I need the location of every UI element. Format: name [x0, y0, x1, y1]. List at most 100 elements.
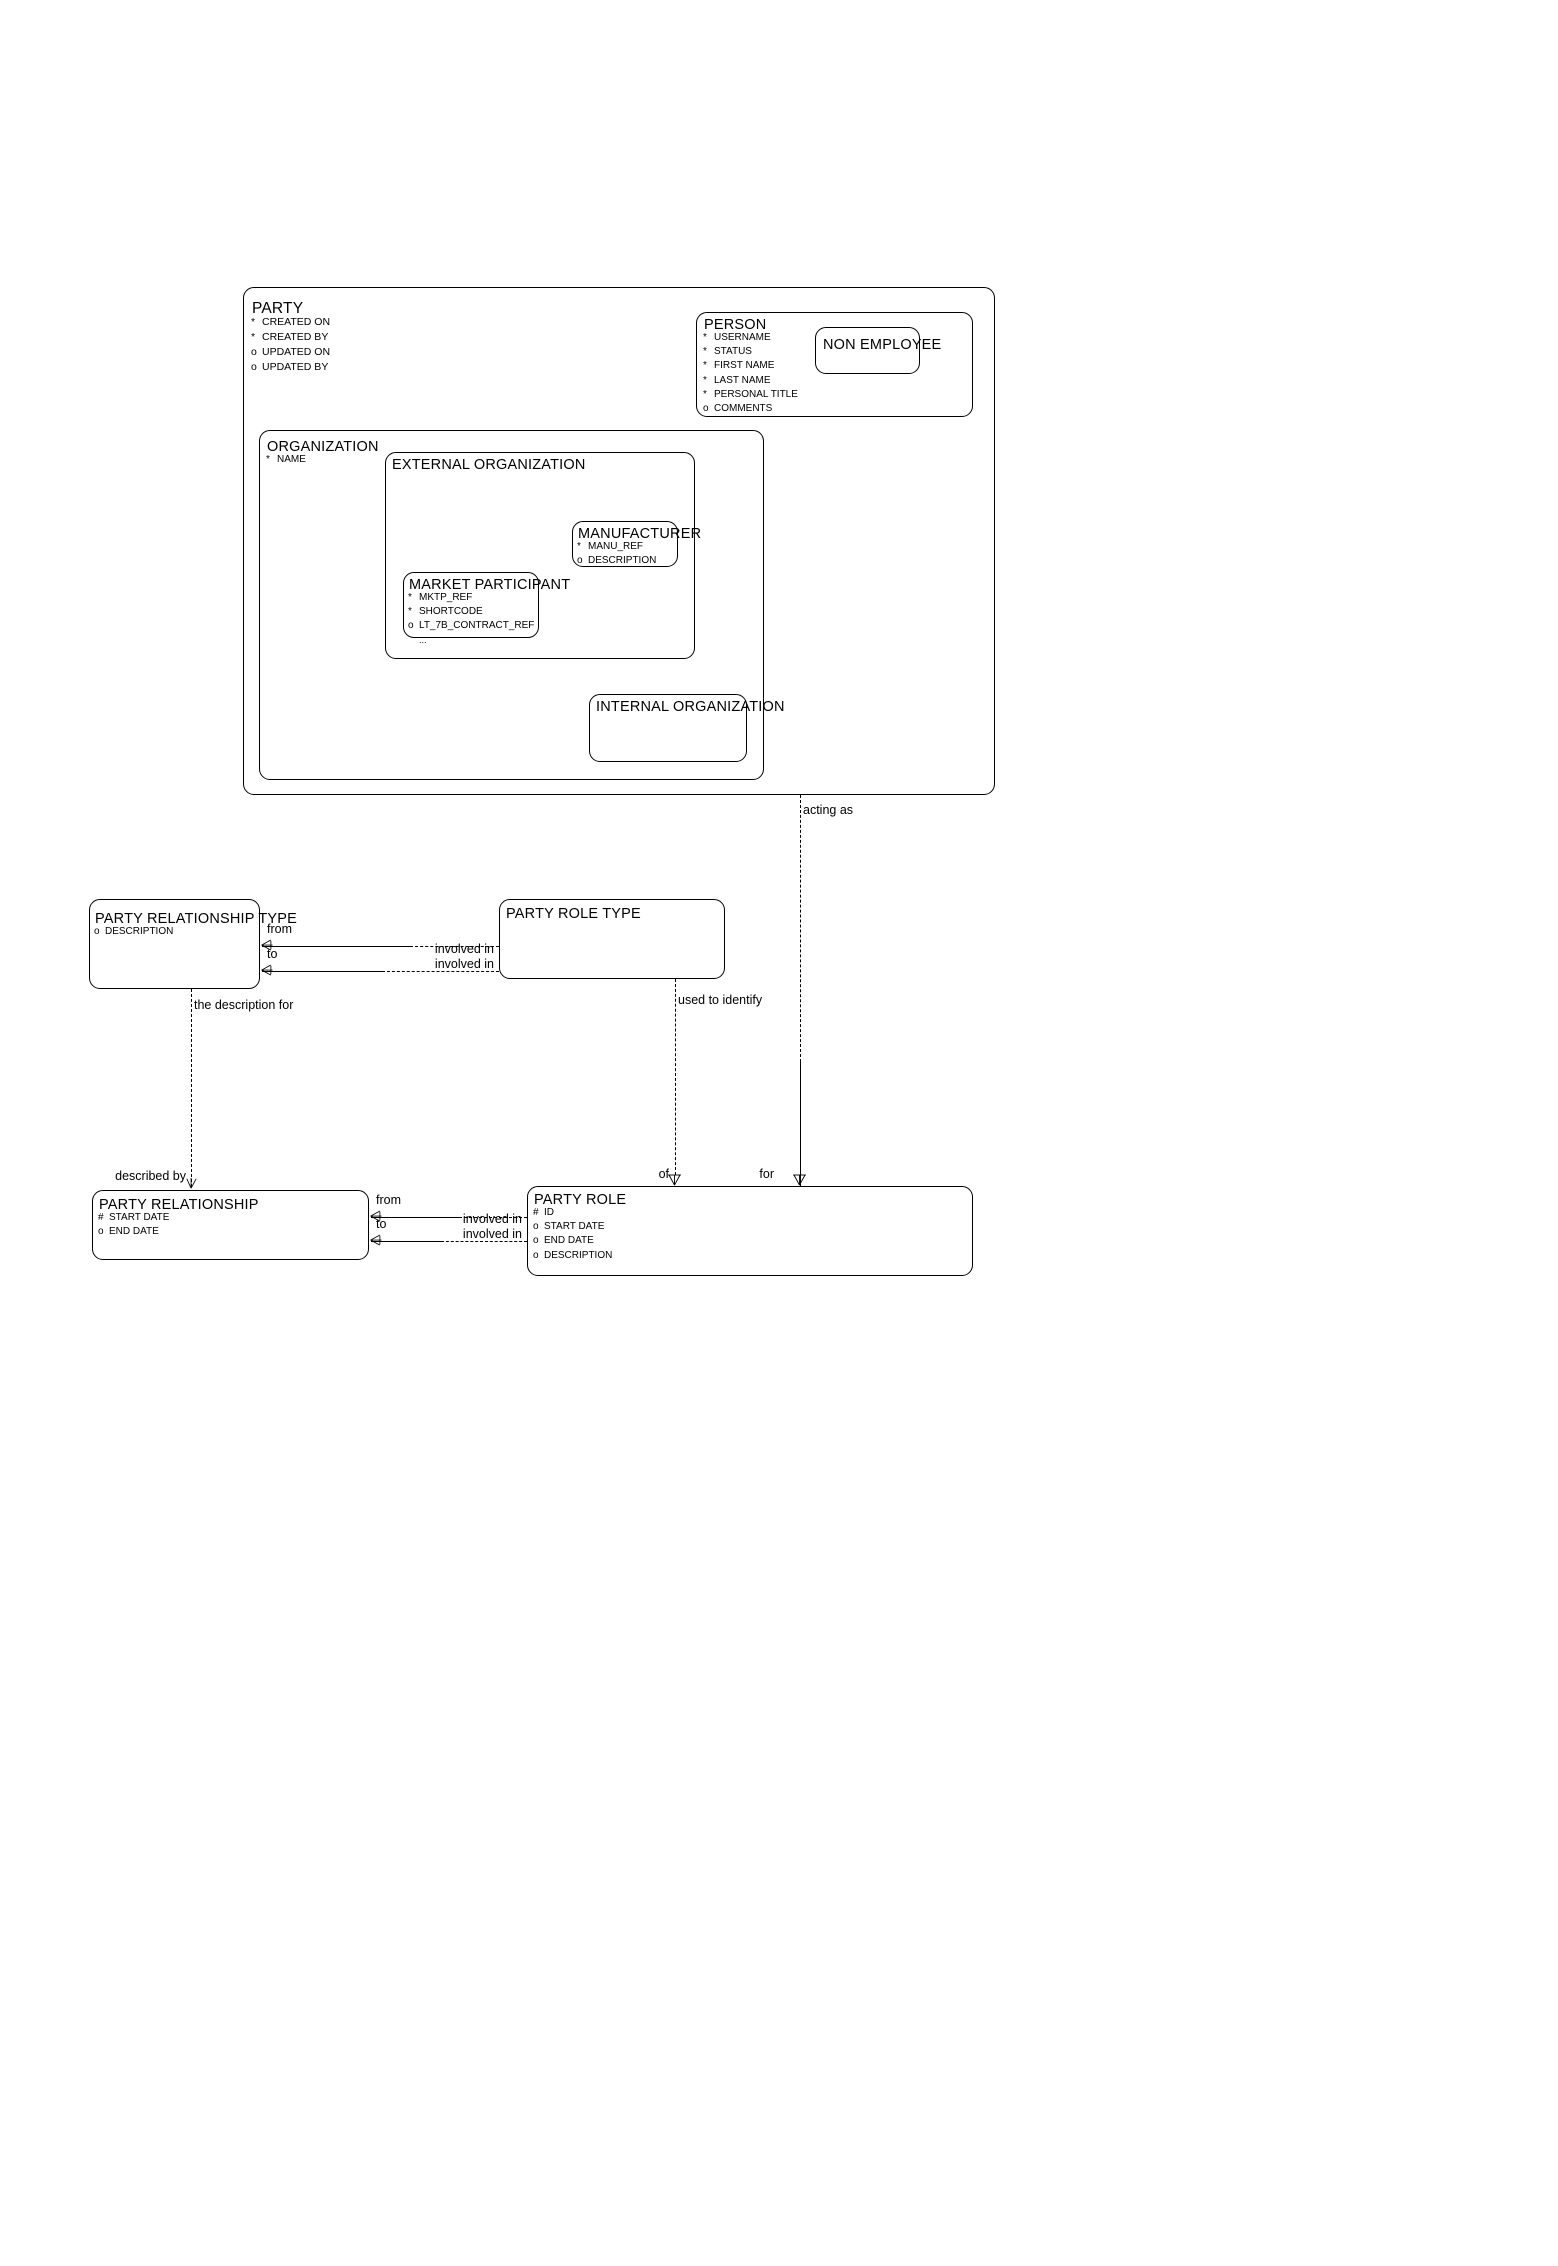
entity-internal-organization[interactable]	[589, 694, 747, 762]
attribute-label: UPDATED ON	[262, 345, 331, 358]
entity-party-role-title: PARTY ROLE	[534, 1192, 627, 1208]
attribute-label: SHORTCODE	[419, 606, 483, 618]
relationship-label-described-by: described by	[115, 1169, 186, 1183]
crowsfoot-prt-from	[261, 939, 273, 951]
crowsfoot-pr-to	[370, 1234, 382, 1246]
attribute-row: o DESCRIPTION	[577, 554, 656, 568]
attribute-marker: o	[251, 345, 257, 358]
connector-pr-to-dashed	[441, 1241, 527, 1242]
attribute-label: END DATE	[109, 1226, 159, 1238]
entity-market-participant[interactable]	[403, 572, 539, 638]
attribute-row: *PERSONAL TITLE	[703, 388, 798, 402]
attribute-label: END DATE	[544, 1235, 594, 1247]
attribute-label: START DATE	[544, 1221, 605, 1233]
entity-organization[interactable]	[259, 430, 764, 780]
attribute-marker: o	[251, 360, 257, 373]
attribute-label: CREATED BY	[262, 330, 329, 343]
entity-external-organization[interactable]	[385, 452, 695, 659]
entity-non-employee[interactable]	[815, 327, 920, 374]
attribute-marker: *	[703, 374, 707, 386]
entity-manufacturer[interactable]	[572, 521, 678, 567]
attribute-marker: #	[533, 1207, 539, 1218]
attribute-row: *LAST NAME	[703, 374, 798, 388]
crowsfoot-for	[793, 1174, 806, 1186]
attribute-row: * SHORTCODE	[408, 605, 534, 619]
attribute-label: UPDATED BY	[262, 360, 329, 373]
relationship-label-pr-to: to	[376, 1217, 387, 1231]
attribute-marker: o	[703, 402, 709, 414]
relationship-label-prt-involved-in-1: involved in	[434, 942, 494, 956]
relationship-label-the-description-for: the description for	[194, 998, 294, 1012]
connector-prt-from-dashed	[410, 946, 499, 947]
connector-used-to-identify	[675, 979, 676, 1175]
entity-party-relationship[interactable]	[92, 1190, 369, 1260]
attribute-label: PERSONAL TITLE	[714, 388, 798, 400]
attribute-row: o UPDATED ON	[251, 345, 330, 360]
relationship-label-prt-involved-in-2: involved in	[434, 957, 494, 971]
entity-non-employee-title: NON EMPLOYEE	[823, 337, 942, 353]
attribute-row: o UPDATED BY	[251, 360, 330, 375]
entity-party-role-type-title: PARTY ROLE TYPE	[506, 906, 641, 922]
attribute-marker: *	[251, 330, 256, 343]
attribute-marker: *	[703, 346, 707, 358]
entity-person[interactable]	[696, 312, 973, 417]
attribute-row: *USERNAME	[703, 331, 798, 345]
attribute-row: * NAME	[266, 453, 306, 467]
relationship-label-of: of	[658, 1167, 669, 1181]
entity-party-relationship-type[interactable]	[89, 899, 260, 989]
attribute-label: MANU_REF	[588, 541, 644, 552]
attribute-row: *MANU_REF	[577, 540, 656, 554]
attribute-row: #ID	[533, 1206, 612, 1220]
attribute-row: * CREATED BY	[251, 330, 330, 345]
attribute-row: ...	[408, 634, 534, 647]
entity-external-organization-title: EXTERNAL ORGANIZATION	[392, 457, 586, 473]
connector-pr-to-solid	[371, 1241, 441, 1242]
attribute-row: o COMMENTS	[703, 402, 798, 416]
entity-party-relationship-title: PARTY RELATIONSHIP	[99, 1197, 259, 1213]
attribute-label: STATUS	[714, 346, 752, 358]
attribute-label: CREATED ON	[262, 316, 331, 328]
attribute-marker: *	[408, 606, 412, 618]
attribute-row: * CREATED ON	[251, 315, 330, 330]
attribute-row: * STATUS	[703, 345, 798, 359]
attribute-label: NAME	[277, 454, 306, 465]
crowsfoot-prt-to	[261, 964, 273, 976]
entity-organization-attributes: * NAME	[266, 453, 306, 467]
attribute-marker: *	[251, 316, 256, 328]
connector-party-acting-as-party-role	[800, 795, 801, 1062]
attribute-label: DESCRIPTION	[588, 555, 657, 567]
attribute-label: COMMENTS	[714, 402, 773, 414]
connector-pr-from-dashed	[459, 1217, 527, 1218]
entity-party-role[interactable]	[527, 1186, 973, 1276]
connector-pr-from-solid	[371, 1217, 459, 1218]
crowsfoot-of	[668, 1174, 681, 1186]
attribute-label: FIRST NAME	[714, 360, 775, 372]
attribute-marker: *	[703, 360, 707, 372]
relationship-label-for: for	[759, 1167, 774, 1181]
attribute-row: o END DATE	[533, 1234, 612, 1248]
relationship-label-acting-as: acting as	[803, 803, 854, 817]
crowsfoot-pr-from	[370, 1210, 382, 1222]
entity-party-role-type[interactable]	[499, 899, 725, 979]
attribute-row: * FIRST NAME	[703, 359, 798, 373]
attribute-marker: #	[98, 1212, 104, 1223]
relationship-label-used-to-identify: used to identify	[678, 993, 763, 1007]
attribute-marker: *	[266, 454, 270, 465]
attribute-marker: o	[577, 555, 583, 567]
entity-party[interactable]	[243, 287, 995, 795]
attribute-marker: *	[703, 332, 707, 343]
attribute-marker: o	[533, 1235, 539, 1247]
attribute-row: #START DATE	[98, 1211, 169, 1225]
attribute-label: ...	[419, 634, 427, 645]
attribute-label: LT_7B_CONTRACT_REF	[419, 620, 535, 632]
relationship-label-pr-from: from	[376, 1193, 401, 1207]
entity-manufacturer-title: MANUFACTURER	[578, 526, 702, 542]
attribute-marker: o	[533, 1249, 539, 1261]
